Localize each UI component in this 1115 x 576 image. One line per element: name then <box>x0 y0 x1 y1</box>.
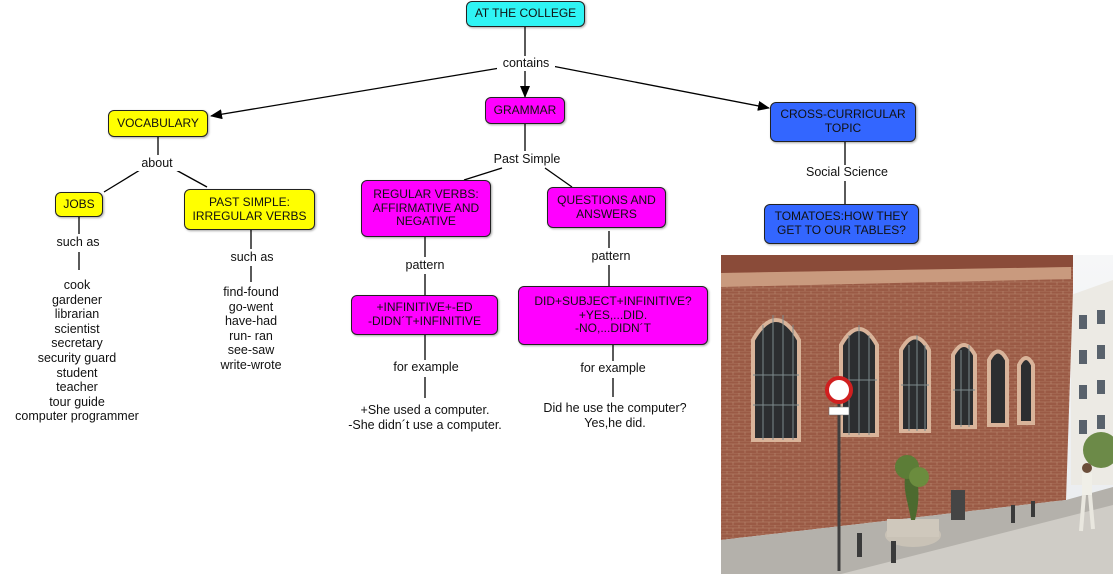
job-item: computer programmer <box>15 409 139 424</box>
root-concept[interactable]: AT THE COLLEGE <box>466 1 585 27</box>
job-item: student <box>56 365 98 380</box>
link-pattern-questions: pattern <box>584 249 638 264</box>
link-for-example-questions: for example <box>571 361 655 376</box>
job-item: tour guide <box>49 394 105 409</box>
questions-examples: Did he use the computer?Yes,he did. <box>525 401 705 430</box>
regular-example-line: -She didn´t use a computer. <box>348 417 502 432</box>
irregular-verb-item: run- ran <box>229 328 273 343</box>
irregular-verb-item: see-saw <box>227 343 275 358</box>
job-item: secretary <box>51 336 103 351</box>
vocabulary-concept[interactable]: VOCABULARY <box>108 110 208 137</box>
grammar-concept[interactable]: GRAMMAR <box>485 97 565 124</box>
link-about: about <box>134 156 180 171</box>
link-for-example-regular: for example <box>384 360 468 375</box>
regular-examples: +She used a computer.-She didn´t use a c… <box>330 403 520 432</box>
link-such-as-jobs: such as <box>48 235 108 250</box>
job-item: teacher <box>56 380 98 395</box>
job-item: security guard <box>37 350 117 365</box>
regular-pattern-concept[interactable]: +INFINITIVE+-ED -DIDN´T+INFINITIVE <box>351 295 498 335</box>
irregular-verb-item: go-went <box>228 299 274 314</box>
cross-curricular-concept[interactable]: CROSS-CURRICULAR TOPIC <box>770 102 916 142</box>
question-example-line: Did he use the computer? <box>543 401 687 415</box>
irregular-verb-item: write-wrote <box>220 357 282 372</box>
regular-verbs-concept[interactable]: REGULAR VERBS: AFFIRMATIVE AND NEGATIVE <box>361 180 491 237</box>
job-item: cook <box>63 278 91 292</box>
link-social-science: Social Science <box>799 165 895 180</box>
link-such-as-irregular: such as <box>222 250 282 265</box>
irregular-verb-item: have-had <box>224 314 278 329</box>
question-example-line: Yes,he did. <box>584 415 646 430</box>
questions-pattern-concept[interactable]: DID+SUBJECT+INFINITIVE? +YES,...DID. -NO… <box>518 286 708 345</box>
building-photo <box>721 255 1113 574</box>
job-item: gardener <box>51 292 103 307</box>
link-pattern-regular: pattern <box>398 258 452 273</box>
jobs-concept[interactable]: JOBS <box>55 192 103 217</box>
questions-concept[interactable]: QUESTIONS AND ANSWERS <box>547 187 666 228</box>
link-contains: contains <box>497 56 555 71</box>
irregular-verbs-concept[interactable]: PAST SIMPLE: IRREGULAR VERBS <box>184 189 315 230</box>
job-item: scientist <box>54 321 100 336</box>
link-past-simple: Past Simple <box>488 152 566 167</box>
job-item: librarian <box>54 307 100 322</box>
regular-example-line: +She used a computer. <box>360 403 490 417</box>
tomatoes-concept[interactable]: TOMATOES:HOW THEY GET TO OUR TABLES? <box>764 204 919 244</box>
irregular-verb-item: find-found <box>223 285 279 299</box>
